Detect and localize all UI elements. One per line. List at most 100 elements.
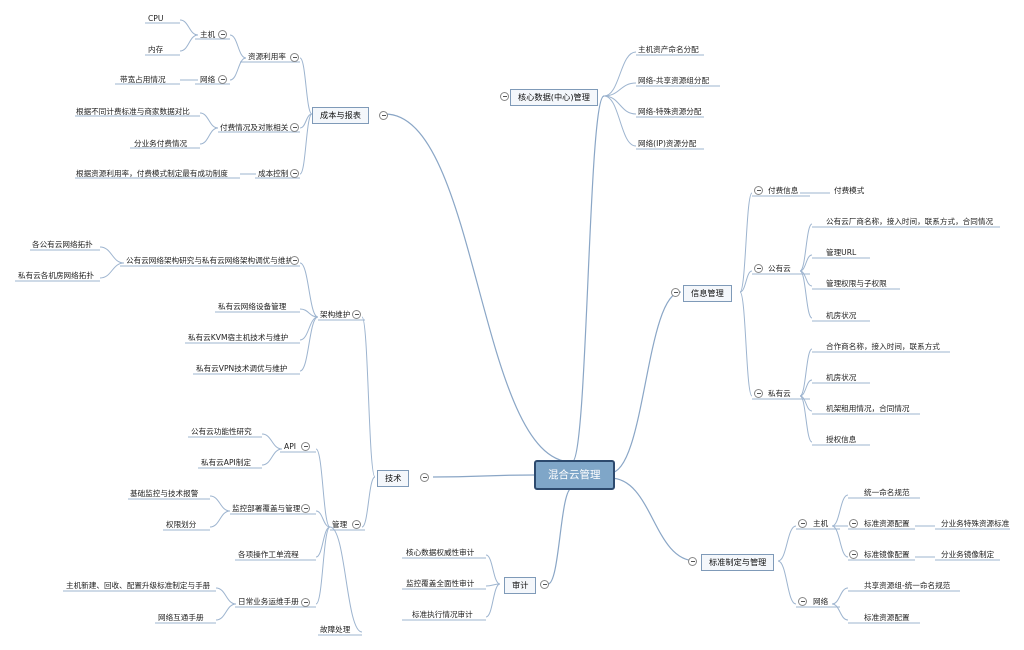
node-tech[interactable]: 技术 [377,470,410,487]
node-info-pub-vendor[interactable]: 公有云厂商名称，接入时间，联系方式，合同情况 [826,217,994,226]
collapse-toggle-icon[interactable] [352,310,361,319]
node-tech-arch[interactable]: 架构维护 [320,310,351,319]
node-tech-arch-study[interactable]: 公有云网络架构研究与私有云网络架构调优与维护 [126,256,294,265]
collapse-toggle-icon[interactable] [688,557,697,566]
node-tech-fault[interactable]: 故障处理 [320,625,351,634]
collapse-toggle-icon[interactable] [754,186,763,195]
node-std-host-cfg[interactable]: 标准资源配置 [864,519,910,528]
node-tech-daily[interactable]: 日常业务运维手册 [238,597,299,606]
node-info-priv-room[interactable]: 机房状况 [826,373,857,382]
node-core-special[interactable]: 网络-特殊资源分配 [638,107,702,116]
node-cost-res-net[interactable]: 网络 [200,75,216,84]
collapse-toggle-icon[interactable] [379,111,388,120]
collapse-toggle-icon[interactable] [352,520,361,529]
node-tech-mon-base[interactable]: 基础监控与技术报警 [130,489,199,498]
node-bandwidth[interactable]: 带宽占用情况 [120,75,166,84]
connector-line [485,554,501,585]
connector-line [547,487,573,585]
node-tech-mon[interactable]: 监控部署覆盖与管理 [232,504,301,513]
node-info[interactable]: 信息管理 [683,285,732,302]
collapse-toggle-icon[interactable] [849,519,858,528]
root-node[interactable]: 混合云管理 [534,460,615,490]
node-cost-res-host[interactable]: 主机 [200,30,216,39]
node-std-net-cfg[interactable]: 标准资源配置 [864,613,910,622]
node-info-pub-url[interactable]: 管理URL [826,248,857,257]
node-tech-ticket[interactable]: 各项操作工单流程 [238,550,299,559]
connector-line [799,395,813,443]
node-pay-compare[interactable]: 根据不同计费标准与商家数据对比 [76,107,190,116]
collapse-toggle-icon[interactable] [754,264,763,273]
node-info-pay-mode[interactable]: 付费模式 [834,186,865,195]
collapse-toggle-icon[interactable] [671,288,680,297]
node-info-priv[interactable]: 私有云 [768,389,791,398]
collapse-toggle-icon[interactable] [218,30,227,39]
collapse-toggle-icon[interactable] [301,504,310,513]
connector-line [315,510,331,528]
collapse-toggle-icon[interactable] [290,256,299,265]
node-std-net[interactable]: 网络 [813,597,829,606]
node-tech-api[interactable]: API [284,442,297,451]
node-core-host[interactable]: 主机资产命名分配 [638,45,699,54]
collapse-toggle-icon[interactable] [500,92,509,101]
node-tech-mgmt[interactable]: 管理 [332,520,348,529]
connector-line [571,95,605,463]
collapse-toggle-icon[interactable] [798,597,807,606]
collapse-toggle-icon[interactable] [849,550,858,559]
node-info-pub-room[interactable]: 机房状况 [826,311,857,320]
node-audit-std[interactable]: 标准执行情况审计 [412,610,473,619]
collapse-toggle-icon[interactable] [301,598,310,607]
node-info-pub[interactable]: 公有云 [768,264,791,273]
collapse-toggle-icon[interactable] [218,75,227,84]
node-std-net-share[interactable]: 共享资源组-统一命名规范 [864,581,951,590]
node-info-pay[interactable]: 付费信息 [768,186,799,195]
node-pay-biz[interactable]: 分业务付费情况 [134,139,188,148]
collapse-toggle-icon[interactable] [420,473,429,482]
node-core-share[interactable]: 网络-共享资源组分配 [638,76,710,85]
node-info-priv-auth[interactable]: 授权信息 [826,435,857,444]
node-cpu[interactable]: CPU [148,14,164,23]
node-audit-cover[interactable]: 监控覆盖全面性审计 [406,579,475,588]
collapse-toggle-icon[interactable] [798,519,807,528]
node-core[interactable]: 核心数据(中心)管理 [510,89,598,106]
node-tech-mon-perm[interactable]: 权限划分 [166,520,197,529]
node-std[interactable]: 标准制定与管理 [701,554,775,571]
node-tech-arch-vpn[interactable]: 私有云VPN技术调优与维护 [196,364,288,373]
node-std-host-cfg-biz[interactable]: 分业务特殊资源标准 [941,519,1010,528]
node-tech-arch-dev[interactable]: 私有云网络设备管理 [218,302,287,311]
collapse-toggle-icon[interactable] [754,389,763,398]
node-std-host-name[interactable]: 统一命名规范 [864,488,910,497]
connector-line [315,448,331,528]
collapse-toggle-icon[interactable] [301,442,310,451]
connector-line [99,262,125,279]
collapse-toggle-icon[interactable] [540,580,549,589]
node-tech-api-priv[interactable]: 私有云API制定 [201,458,251,467]
node-std-host-img[interactable]: 标准镜像配置 [864,550,910,559]
connector-line [739,291,753,397]
node-cost-ctrl-item[interactable]: 根据资源利用率，付费模式制定最有成功制度 [76,169,228,178]
node-core-ip[interactable]: 网络(IP)资源分配 [638,139,697,148]
collapse-toggle-icon[interactable] [290,169,299,178]
node-tech-daily-new[interactable]: 主机新建、回收、配置升级标准制定与手册 [66,581,211,590]
node-cost-ctrl[interactable]: 成本控制 [258,169,289,178]
node-audit[interactable]: 审计 [504,577,537,594]
node-cost[interactable]: 成本与报表 [312,107,369,124]
node-info-priv-partner[interactable]: 合作商名称，接入时间，联系方式 [826,342,940,351]
node-cost-res[interactable]: 资源利用率 [248,52,286,61]
node-info-priv-rack[interactable]: 机架租用情况，合同情况 [826,404,910,413]
node-cost-pay[interactable]: 付费情况及对账相关 [220,123,289,132]
connector-line [299,262,319,318]
connector-line [603,95,637,115]
node-info-pub-perm[interactable]: 管理权限与子权限 [826,279,887,288]
node-tech-daily-net[interactable]: 网络互通手册 [158,613,204,622]
node-std-host[interactable]: 主机 [813,519,829,528]
node-tech-api-study[interactable]: 公有云功能性研究 [191,427,252,436]
collapse-toggle-icon[interactable] [290,53,299,62]
node-tech-arch-priv-topo[interactable]: 私有云各机房网络拓扑 [18,271,94,280]
connector-line [299,308,319,318]
node-memory[interactable]: 内存 [148,45,164,54]
collapse-toggle-icon[interactable] [290,123,299,132]
node-tech-arch-pub-topo[interactable]: 各公有云网络拓扑 [32,240,93,249]
node-std-host-img-biz[interactable]: 分业务镜像制定 [941,550,995,559]
node-audit-core[interactable]: 核心数据权威性审计 [406,548,475,557]
node-tech-arch-kvm[interactable]: 私有云KVM宿主机技术与维护 [188,333,289,342]
